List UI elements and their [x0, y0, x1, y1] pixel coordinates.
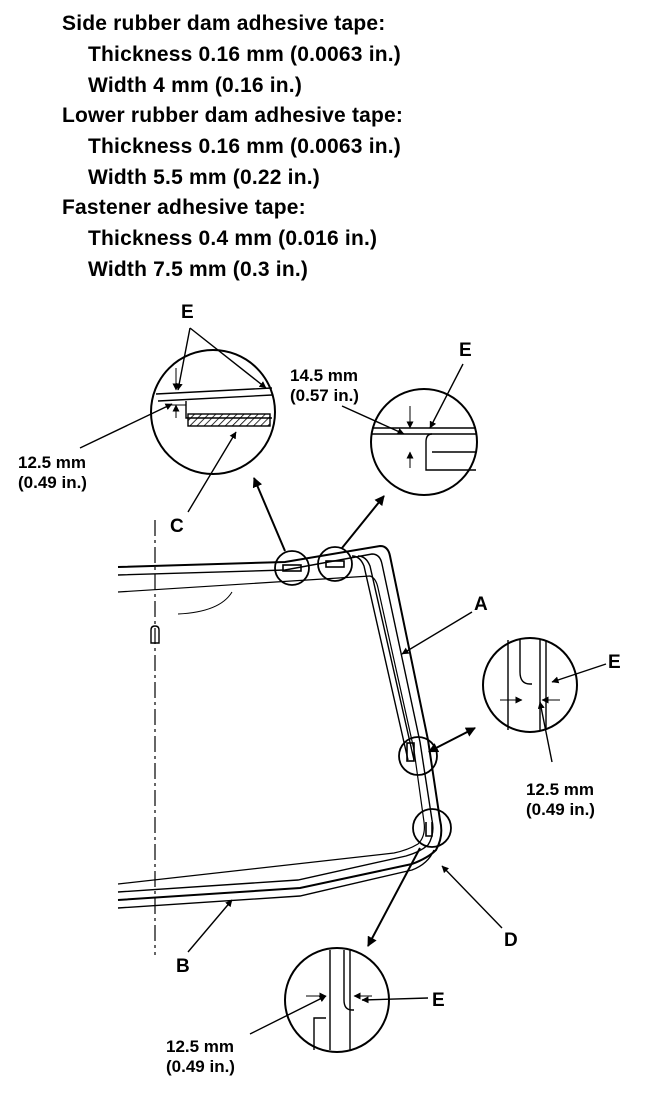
leader-lines: [79, 327, 607, 1035]
label-e-right: E: [608, 652, 621, 673]
lower-dam-tape: [117, 849, 435, 909]
fastener-marks: [282, 560, 433, 837]
windshield-glass: [117, 544, 443, 901]
fastener-tape-heading: Fastener adhesive tape:: [62, 196, 306, 219]
dim-bottom-in: (0.49 in.): [166, 1057, 235, 1076]
dim-top-left-in: (0.49 in.): [18, 473, 87, 492]
label-e-top-right: E: [459, 340, 472, 361]
label-b: B: [176, 956, 190, 977]
detail-top-right: [370, 388, 478, 496]
detail-arrows: [252, 477, 476, 947]
dim-top-left-mm: 12.5 mm: [18, 453, 86, 472]
detail-bottom: [284, 947, 390, 1053]
lower-tape-width: Width 5.5 mm (0.22 in.): [88, 166, 320, 189]
dim-bottom-mm: 12.5 mm: [166, 1037, 234, 1056]
side-dam-tape: [351, 555, 415, 761]
label-c: C: [170, 516, 184, 537]
side-tape-heading: Side rubber dam adhesive tape:: [62, 12, 386, 35]
dim-top-right-in: (0.57 in.): [290, 386, 359, 405]
label-d: D: [504, 930, 518, 951]
side-tape-width: Width 4 mm (0.16 in.): [88, 74, 303, 97]
detail-top-left: [150, 349, 276, 475]
lower-tape-thickness: Thickness 0.16 mm (0.0063 in.): [88, 135, 401, 158]
fastener-tape-width: Width 7.5 mm (0.3 in.): [88, 258, 309, 281]
lower-tape-heading: Lower rubber dam adhesive tape:: [62, 104, 404, 127]
dim-right-in: (0.49 in.): [526, 800, 595, 819]
detail-right: [482, 637, 578, 733]
dim-right-mm: 12.5 mm: [526, 780, 594, 799]
centerline: [150, 520, 160, 955]
label-e-top-left: E: [181, 302, 194, 323]
fastener-tape-thickness: Thickness 0.4 mm (0.016 in.): [88, 227, 378, 250]
label-a: A: [474, 594, 488, 615]
label-e-bottom: E: [432, 990, 445, 1011]
dim-top-right-mm: 14.5 mm: [290, 366, 358, 385]
location-circles: [274, 546, 452, 848]
side-tape-thickness: Thickness 0.16 mm (0.0063 in.): [88, 43, 401, 66]
